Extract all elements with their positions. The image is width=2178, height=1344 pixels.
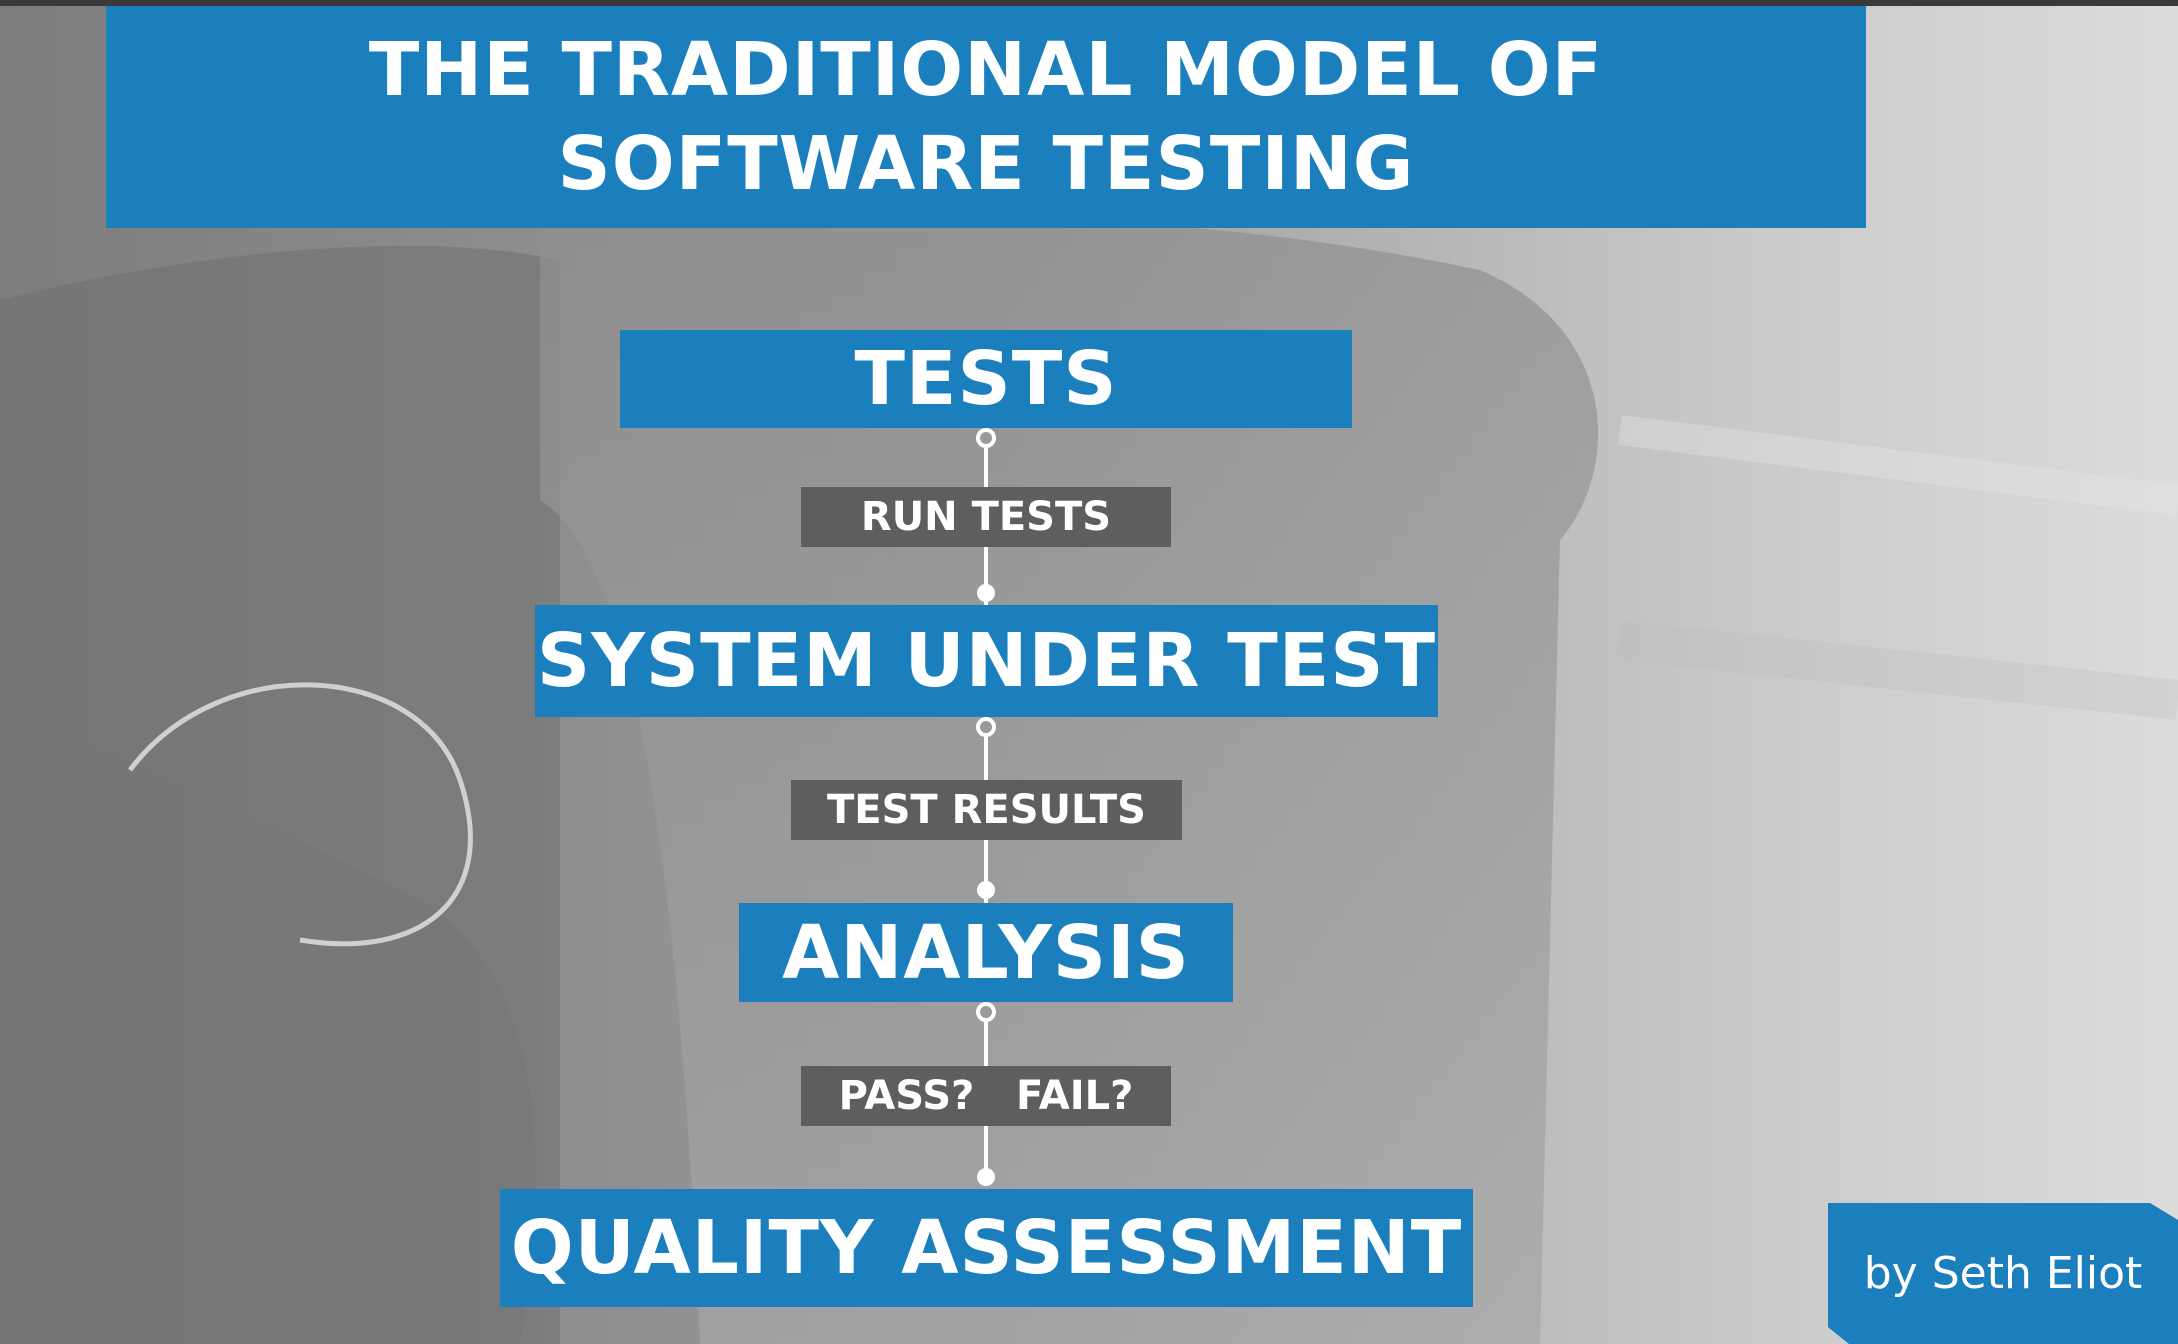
transition-run-tests: RUN TESTS xyxy=(801,487,1171,547)
step-analysis-label: ANALYSIS xyxy=(782,909,1190,996)
step-analysis: ANALYSIS xyxy=(739,903,1233,1002)
top-edge-bar xyxy=(0,0,2178,6)
step-quality-assessment: QUALITY ASSESSMENT xyxy=(500,1189,1473,1307)
step-tests-label: TESTS xyxy=(854,336,1118,422)
author-credit: by Seth Eliot xyxy=(1863,1248,2143,1299)
transition-pass-fail: PASS? FAIL? xyxy=(801,1066,1171,1126)
author-badge: by Seth Eliot xyxy=(1828,1203,2178,1344)
step-system-under-test-label: SYSTEM UNDER TEST xyxy=(536,618,1437,704)
transition-pass-fail-label: PASS? FAIL? xyxy=(838,1073,1134,1119)
transition-test-results: TEST RESULTS xyxy=(791,780,1182,840)
transition-test-results-label: TEST RESULTS xyxy=(826,787,1146,833)
step-tests: TESTS xyxy=(620,330,1352,428)
transition-run-tests-label: RUN TESTS xyxy=(860,494,1112,540)
step-quality-assessment-label: QUALITY ASSESSMENT xyxy=(510,1205,1463,1291)
page-title: THE TRADITIONAL MODEL OF SOFTWARE TESTIN… xyxy=(368,27,1604,207)
title-banner: THE TRADITIONAL MODEL OF SOFTWARE TESTIN… xyxy=(106,6,1866,228)
step-system-under-test: SYSTEM UNDER TEST xyxy=(535,605,1438,717)
